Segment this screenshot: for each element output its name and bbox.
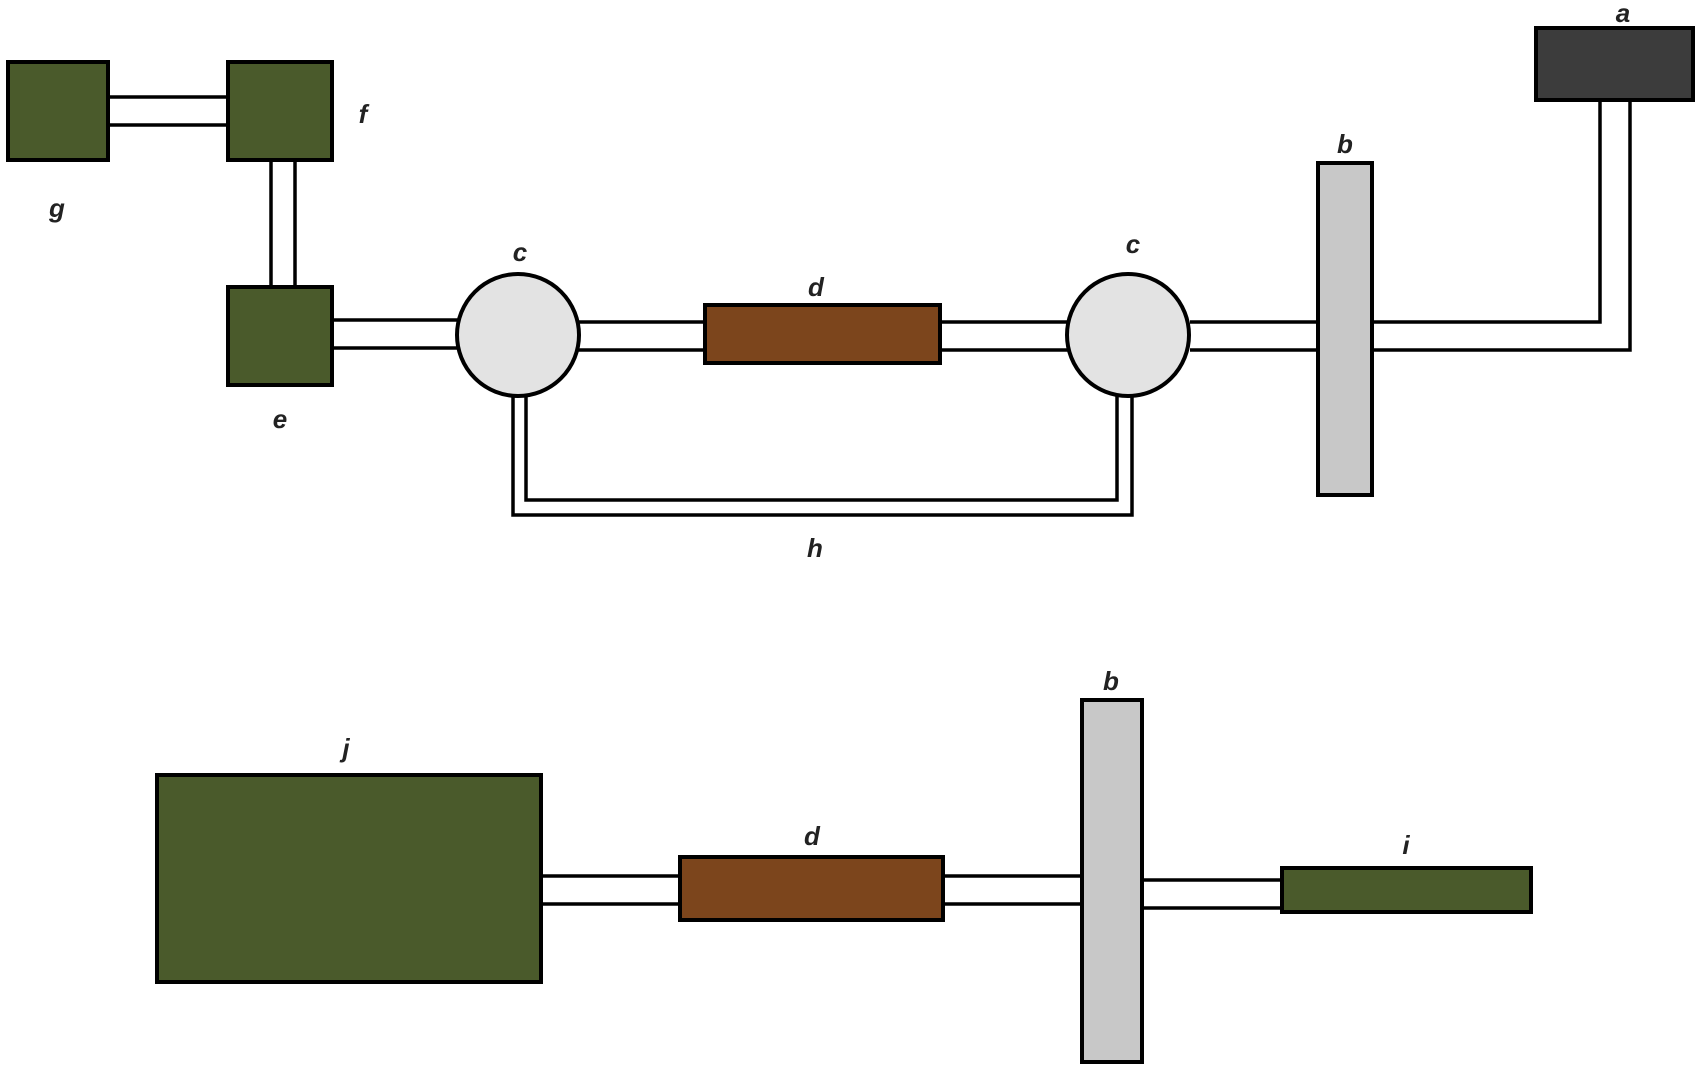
valve-c-right	[1065, 272, 1191, 398]
pipe-e-c	[332, 318, 460, 350]
label-i: i	[1402, 830, 1410, 860]
pipe-d-c	[940, 320, 1070, 352]
valve-c-left	[455, 272, 581, 398]
component-g	[6, 60, 110, 162]
pipe-g-f	[106, 95, 228, 127]
component-d-top	[703, 303, 942, 365]
pipe-d-b	[942, 874, 1082, 906]
panel-b-top	[1316, 161, 1374, 497]
component-d-bottom	[678, 855, 945, 922]
pipe-f-e	[269, 160, 297, 287]
panel-b-bottom	[1080, 698, 1144, 1064]
label-h: h	[807, 533, 823, 563]
component-i	[1280, 866, 1533, 914]
component-a	[1534, 26, 1695, 102]
label-b-top: b	[1337, 129, 1353, 159]
label-a: a	[1616, 0, 1630, 28]
component-f	[226, 60, 334, 162]
pipe-b-a	[1370, 100, 1632, 352]
label-g: g	[48, 193, 65, 223]
label-c-left: c	[513, 237, 528, 267]
label-b-bottom: b	[1103, 666, 1119, 696]
component-j	[155, 773, 543, 984]
pipe-b-i	[1140, 878, 1282, 910]
label-e: e	[273, 404, 287, 434]
component-e	[226, 285, 334, 387]
pipe-c-d	[575, 320, 705, 352]
label-d-bottom: d	[804, 821, 821, 851]
bypass-pipe-h	[511, 395, 1134, 517]
pipe-j-d	[540, 874, 680, 906]
label-d-top: d	[808, 272, 825, 302]
label-c-right: c	[1126, 229, 1141, 259]
pipe-c-b	[1190, 320, 1320, 352]
label-f: f	[359, 99, 370, 129]
label-j: j	[339, 733, 350, 763]
